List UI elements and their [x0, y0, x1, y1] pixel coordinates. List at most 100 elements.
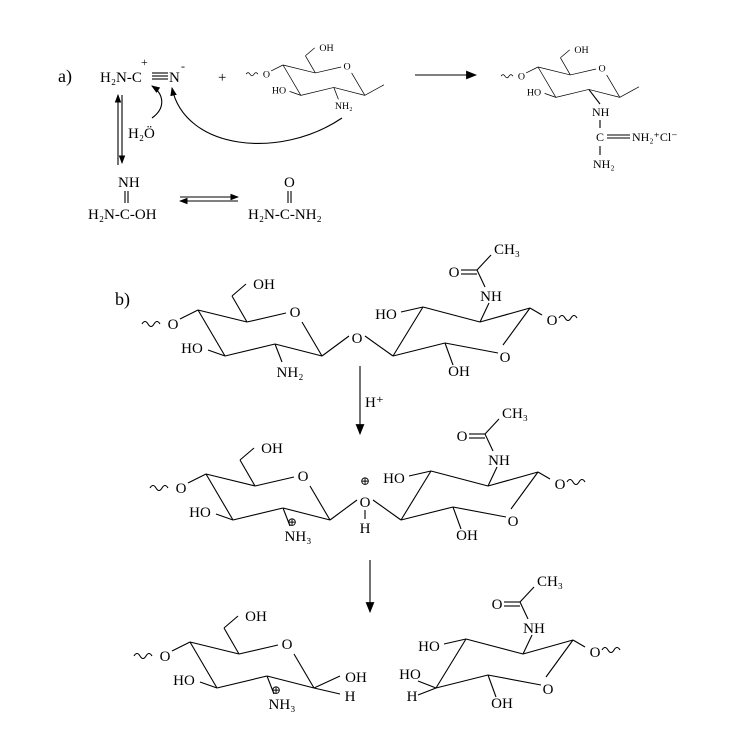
ch2oh-label: OH: [261, 441, 283, 457]
c6-hydroxyl: OH: [456, 528, 478, 544]
ext-oxygen: O: [518, 72, 525, 83]
part-a-label: a): [58, 66, 72, 87]
ring-oxygen: O: [543, 682, 554, 698]
bond: [238, 644, 279, 655]
amine-label: NH₃: [269, 697, 296, 713]
bond: [329, 499, 358, 521]
curved-arrow-amine: [170, 86, 343, 144]
cyanamide-left: H₂N-C: [100, 70, 142, 86]
bond: [529, 307, 543, 316]
bond: [351, 72, 366, 96]
wavy-bond-icon: [566, 478, 586, 486]
bond: [189, 641, 218, 689]
ch2oh-label: OH: [245, 609, 267, 625]
bond: [487, 674, 497, 698]
bond: [270, 64, 284, 72]
bond: [309, 485, 331, 521]
carbon-plus-charge: +: [141, 55, 148, 69]
bond: [422, 306, 481, 323]
ext-oxygen: O: [160, 649, 171, 665]
ext-oxygen: O: [176, 481, 187, 497]
glycosidic-oxygen: O: [352, 331, 363, 347]
bond: [364, 335, 394, 357]
bond: [588, 89, 620, 98]
bond: [187, 473, 207, 484]
bond: [408, 470, 432, 477]
bond: [487, 674, 542, 686]
bond: [289, 91, 301, 96]
bond: [232, 507, 284, 521]
bond: [199, 681, 218, 689]
bond: [435, 674, 489, 689]
bond: [392, 342, 446, 357]
bond: [223, 615, 239, 629]
bond: [266, 675, 315, 689]
bond: [372, 499, 402, 521]
acid-label: H⁺: [365, 395, 384, 411]
bond: [313, 687, 341, 695]
bond: [452, 506, 507, 518]
bond: [537, 66, 557, 98]
isourea-nh: NH: [118, 175, 140, 191]
bond: [313, 675, 341, 689]
bond: [266, 675, 275, 695]
ext-oxygen: O: [168, 317, 179, 333]
methyl-stub: [364, 84, 385, 96]
c4-hydrogen: H: [407, 689, 418, 705]
isourea: H₂N-C-OH: [88, 207, 157, 223]
carbonyl-oxygen: O: [457, 429, 468, 445]
wavy-bond-icon: [558, 314, 578, 322]
bond: [544, 93, 556, 98]
methyl-label: CH₃: [494, 242, 520, 258]
methyl-stub: [619, 86, 640, 98]
bond: [400, 506, 454, 521]
wavy-bond-icon: [149, 484, 169, 492]
bond: [205, 473, 256, 487]
bond: [282, 64, 316, 74]
bond: [254, 476, 295, 487]
bond: [572, 639, 586, 648]
bond: [476, 269, 486, 288]
bond: [560, 57, 571, 76]
bond: [400, 470, 432, 521]
bond: [197, 309, 226, 357]
bond: [479, 302, 490, 323]
c3-hydroxyl: HO: [527, 87, 541, 98]
c6-hydroxyl: OH: [491, 696, 513, 712]
anomeric-oh: OH: [345, 670, 367, 686]
product-c: C: [596, 130, 604, 144]
bond: [522, 634, 533, 655]
urea-o: O: [284, 175, 295, 191]
acetamide-nh: NH: [488, 453, 510, 469]
guanidine-group: NH C NH₂⁺Cl⁻ NH₂: [592, 105, 678, 171]
ring-oxygen: O: [598, 64, 605, 75]
nitrogen-minus-charge: -: [181, 59, 185, 73]
bond: [570, 68, 597, 76]
acetamide-nh: NH: [523, 621, 545, 637]
bond: [315, 66, 342, 74]
ext-oxygen: O: [547, 313, 558, 329]
ch2oh-label: OH: [253, 277, 275, 293]
c3-hydroxyl: HO: [181, 341, 203, 357]
ch2oh-label: OH: [574, 45, 588, 56]
bond: [487, 466, 498, 487]
ring-oxygen: O: [343, 62, 350, 73]
wavy-bond-icon: [141, 320, 161, 328]
bond: [560, 49, 570, 59]
carbonyl-oxygen: O: [492, 597, 503, 613]
bond: [305, 55, 316, 74]
plus-sign: +: [218, 70, 226, 86]
wavy-bond-icon: [245, 72, 259, 77]
bond: [522, 639, 574, 655]
bond: [435, 638, 467, 689]
bond: [465, 638, 524, 655]
amine-label: NH₂: [335, 101, 353, 112]
bond: [476, 254, 492, 271]
